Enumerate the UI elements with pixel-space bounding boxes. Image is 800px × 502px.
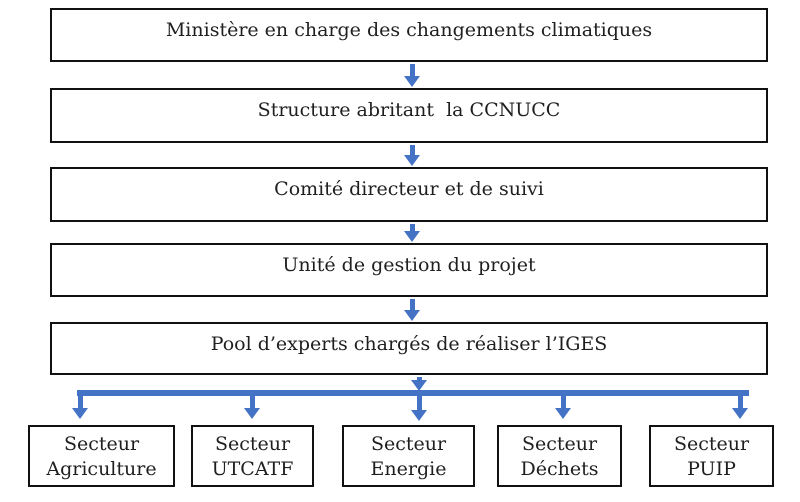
box-ministere-label: Ministère en charge des changements clim… xyxy=(165,19,653,41)
sector-label-line1: Secteur xyxy=(63,433,140,455)
sector-label-line2: UTCATF xyxy=(211,458,294,480)
box-ministere: Ministère en charge des changements clim… xyxy=(50,8,768,62)
sector-label-line2: PUIP xyxy=(687,458,736,480)
box-secteur-puip: Secteur PUIP xyxy=(649,425,774,487)
down-arrow-icon xyxy=(404,299,420,321)
down-arrow-icon xyxy=(404,64,420,87)
box-secteur-agriculture: Secteur Agriculture xyxy=(28,425,175,487)
sector-label-line2: Déchets xyxy=(520,458,599,480)
down-arrow-icon xyxy=(404,224,420,242)
box-comite-directeur-label: Comité directeur et de suivi xyxy=(274,178,544,200)
down-arrow-icon xyxy=(411,396,427,421)
down-arrow-icon xyxy=(732,394,748,419)
box-pool-experts-label: Pool d’experts chargés de réaliser l’IGE… xyxy=(210,333,608,355)
sector-label-line1: Secteur xyxy=(673,433,750,455)
down-arrow-icon xyxy=(404,145,420,166)
box-unite-gestion-label: Unité de gestion du projet xyxy=(282,254,536,276)
sector-label-line1: Secteur xyxy=(521,433,598,455)
down-arrow-icon xyxy=(411,377,427,391)
sector-label-line1: Secteur xyxy=(214,433,291,455)
box-secteur-utcatf: Secteur UTCATF xyxy=(191,425,314,487)
branch-line xyxy=(77,390,749,396)
sector-label-line1: Secteur xyxy=(370,433,447,455)
box-unite-gestion: Unité de gestion du projet xyxy=(50,243,768,297)
box-secteur-energie: Secteur Energie xyxy=(342,425,475,487)
down-arrow-icon xyxy=(72,394,88,419)
sector-label-line2: Agriculture xyxy=(46,458,157,480)
box-pool-experts: Pool d’experts chargés de réaliser l’IGE… xyxy=(50,322,768,375)
box-structure-ccnucc: Structure abritant la CCNUCC xyxy=(50,88,768,143)
down-arrow-icon xyxy=(555,396,571,419)
sector-label-line2: Energie xyxy=(370,458,447,480)
box-comite-directeur: Comité directeur et de suivi xyxy=(50,167,768,222)
down-arrow-icon xyxy=(244,396,260,419)
box-secteur-dechets: Secteur Déchets xyxy=(497,425,622,487)
box-structure-ccnucc-label: Structure abritant la CCNUCC xyxy=(257,99,561,121)
